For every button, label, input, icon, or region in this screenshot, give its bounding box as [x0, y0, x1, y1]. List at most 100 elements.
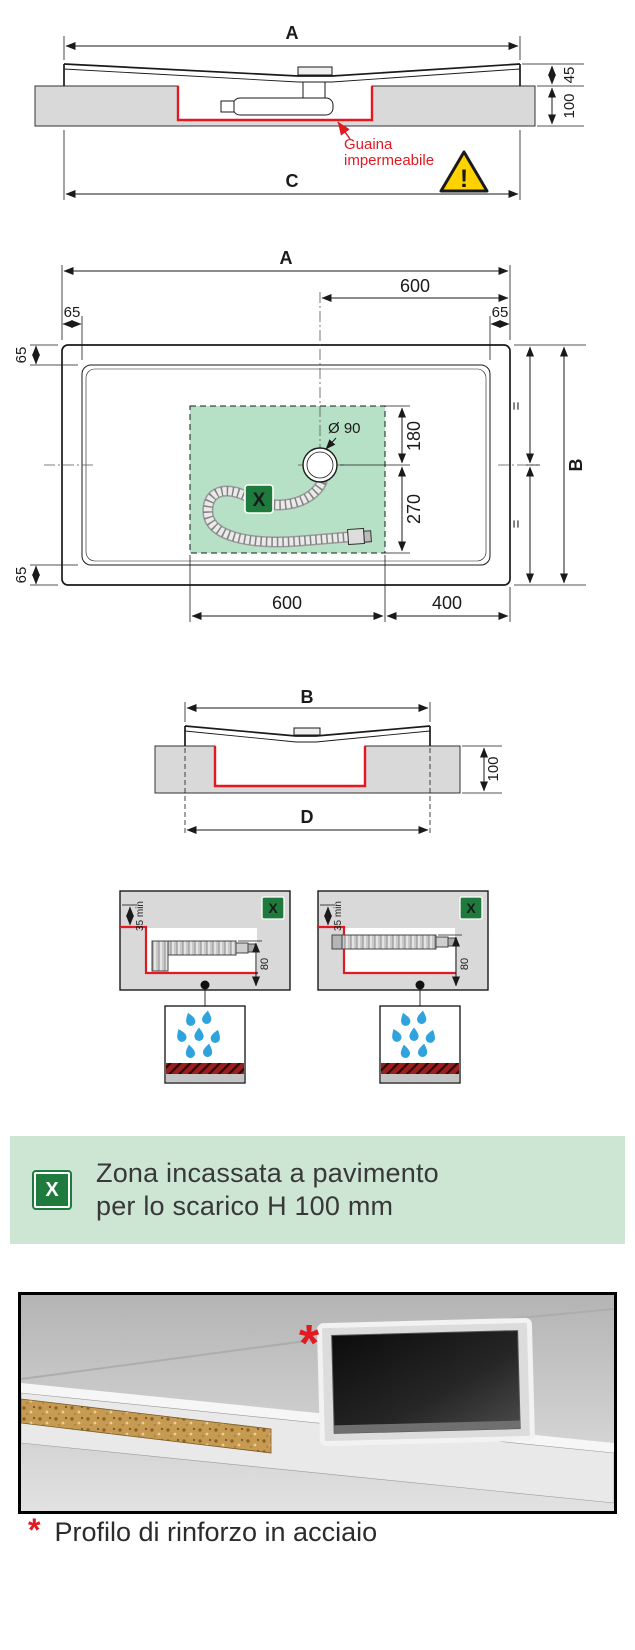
dim-C: C: [63, 130, 521, 200]
legend-line1: Zona incassata a pavimento: [96, 1158, 439, 1189]
drain-diameter-label: Ø 90: [328, 420, 361, 437]
dim-100-label: 100: [561, 93, 578, 118]
dim-65-side-bottom: 65: [13, 564, 78, 586]
photo-caption: * Profilo di rinforzo in acciaio: [28, 1514, 377, 1548]
detail-left-x-badge: X: [261, 896, 285, 920]
dim-35min-right-label: 35 min: [333, 901, 344, 931]
membrane-strip-left: [166, 1063, 244, 1074]
drain-point-right: [415, 980, 425, 990]
dim-A-plan: A: [61, 248, 511, 340]
dim-100-section: 100: [462, 745, 502, 794]
shower-tray-profile: [63, 63, 521, 86]
trap-pipe-right: [331, 934, 456, 950]
dim-100: 100: [537, 87, 584, 127]
membrane-label-line2: impermeabile: [344, 152, 434, 169]
dim-D-section: D: [184, 748, 431, 836]
drain-point-left: [200, 980, 210, 990]
membrane-callout: Guaina impermeabile: [337, 121, 434, 169]
dim-35min-left-label: 35 min: [135, 901, 146, 931]
dim-B-plan-label: B: [566, 459, 586, 472]
dim-65-top-right: 65: [489, 304, 510, 360]
recess-membrane-outline-short: [213, 746, 367, 788]
warning-icon: !: [439, 150, 489, 193]
pipe-fitting-left: [235, 942, 249, 954]
trap-pipe-left: [151, 940, 256, 972]
detail-right-x-badge: X: [459, 896, 483, 920]
asterisk-marker-photo: *: [299, 1315, 320, 1373]
legend-x-badge-label: X: [45, 1178, 59, 1201]
legend-banner: X Zona incassata a pavimento per lo scar…: [10, 1136, 625, 1244]
dim-65-side-top-label: 65: [13, 347, 30, 364]
pipe-cap-right: [331, 934, 343, 950]
detail-left: 35 min 80 X: [119, 890, 291, 1084]
cross-section-short: B 100 D: [154, 690, 502, 836]
zone-x-badge: X: [244, 484, 274, 514]
cross-section-long: A C 45 100 Guaina impermeabile !: [34, 23, 584, 200]
legend-text: Zona incassata a pavimento per lo scaric…: [96, 1157, 439, 1223]
legend-line2: per lo scarico H 100 mm: [96, 1191, 394, 1221]
dim-600-top: 600: [321, 276, 509, 302]
installation-details: 35 min 80 X: [119, 890, 489, 1084]
dim-A-plan-label: A: [280, 248, 293, 268]
recess-membrane-outline: [176, 86, 374, 122]
dim-180-270: 180 270: [340, 405, 424, 554]
steel-profile-opening: [317, 1317, 535, 1447]
dim-270-label: 270: [404, 494, 424, 524]
dim-B-section: B: [184, 690, 431, 722]
dim-35min-left: 35 min: [122, 901, 146, 931]
membrane-label-line1: Guaina: [344, 136, 393, 153]
shower-tray-profile-short: [184, 725, 431, 746]
dim-B-section-label: B: [301, 690, 314, 707]
dim-65-top-right-label: 65: [492, 304, 509, 321]
dim-600-top-label: 600: [400, 276, 430, 296]
equals-upper-label: =: [508, 401, 525, 410]
warning-exclamation: !: [460, 165, 468, 193]
dim-400-bottom-label: 400: [432, 593, 462, 613]
detail-right: 35 min 80 X: [317, 890, 489, 1084]
equals-lower-label: =: [508, 519, 525, 528]
drain-hole: [302, 447, 338, 483]
reinforcement-photo: *: [18, 1292, 617, 1514]
dim-80-right-label: 80: [459, 958, 471, 970]
dim-A-label: A: [286, 23, 299, 43]
drainage-box-right: [379, 1005, 461, 1084]
zone-x-badge-label: X: [253, 490, 266, 511]
photo-illustration: *: [21, 1295, 614, 1511]
dim-A: A: [63, 23, 521, 60]
caption-text: Profilo di rinforzo in acciaio: [54, 1517, 378, 1547]
drain-hose: [202, 476, 372, 548]
dim-600-400-bottom: 600 400: [189, 555, 511, 622]
dim-100-section-label: 100: [485, 756, 502, 781]
dim-C-label: C: [286, 171, 299, 191]
dim-80-right: 80: [438, 934, 471, 987]
dim-45-label: 45: [561, 67, 578, 84]
membrane-right: [318, 925, 456, 975]
drain-grate: [297, 66, 333, 76]
dim-80-left: 80: [238, 940, 271, 987]
membrane-left: [120, 925, 258, 975]
dim-65-top-left-label: 65: [64, 304, 81, 321]
dim-D-section-label: D: [301, 807, 314, 827]
detail-right-x-badge-label: X: [466, 900, 476, 916]
wood-core-strip: [21, 1398, 272, 1454]
legend-x-badge: X: [32, 1170, 72, 1210]
membrane-strip-right: [381, 1063, 459, 1074]
dim-B-plan: B: [560, 346, 586, 584]
dim-180-label: 180: [404, 421, 424, 451]
dim-65-side-bottom-label: 65: [13, 567, 30, 584]
hose-fitting-nut: [363, 530, 372, 543]
caption-asterisk: *: [28, 1512, 41, 1548]
drain-diameter-callout: Ø 90: [325, 420, 361, 450]
dim-65-side-top: 65: [13, 344, 78, 366]
siphon-trap: [220, 81, 334, 116]
pipe-fitting-right: [435, 936, 449, 948]
drain-grate-short: [293, 727, 321, 736]
hose-fitting: [346, 527, 366, 546]
dim-600-bottom-label: 600: [272, 593, 302, 613]
detail-left-x-badge-label: X: [268, 900, 278, 916]
dim-65-top-left: 65: [62, 304, 83, 360]
plan-view: Ø 90 X A 600 65 65 65 65 = =: [13, 248, 586, 622]
dim-45: 45: [522, 63, 584, 87]
drainage-box-left: [164, 1005, 246, 1084]
dim-35min-right: 35 min: [320, 901, 344, 931]
